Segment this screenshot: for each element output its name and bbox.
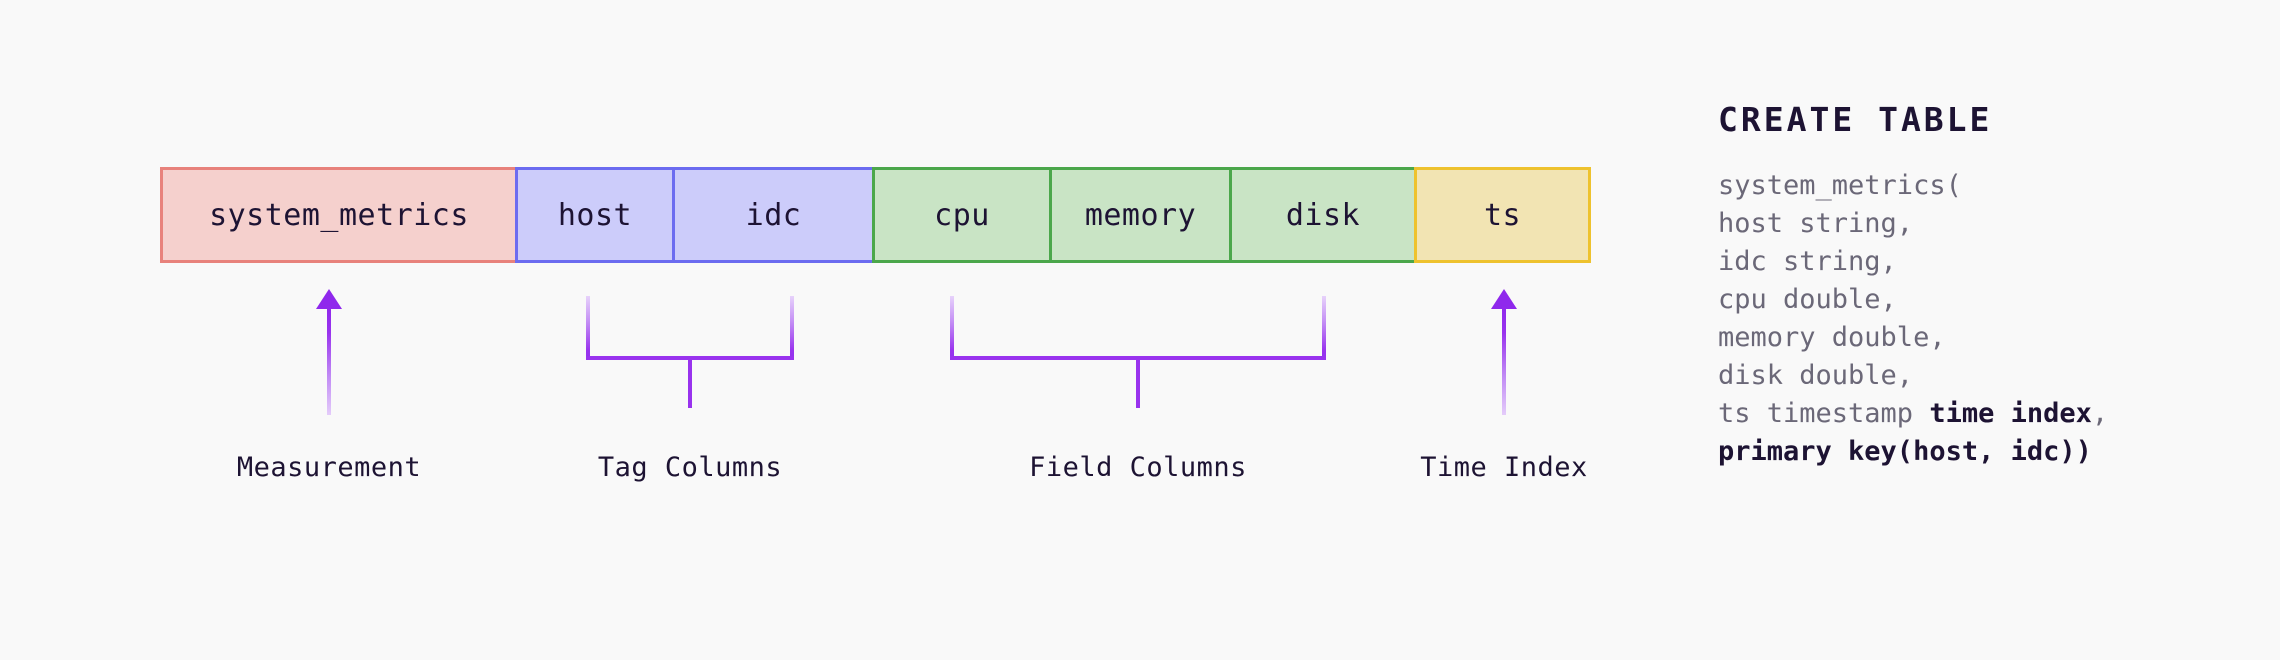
bracket-stem (688, 360, 692, 408)
sql-keyword: primary key(host, idc)) (1718, 436, 2092, 467)
caption-time-index: Time Index (1420, 452, 1588, 483)
caption-field-columns: Field Columns (1029, 452, 1247, 483)
bracket-leg-left (586, 296, 590, 360)
column-cell-cpu: cpu (872, 167, 1052, 263)
bracket-bar (950, 356, 1326, 360)
column-label: ts (1483, 197, 1522, 233)
sql-panel: CREATE TABLE system_metrics(host string,… (1718, 100, 2238, 471)
bracket-leg-right (1322, 296, 1326, 360)
sql-line: ts timestamp time index, (1718, 398, 2109, 429)
column-cell-idc: idc (672, 167, 875, 263)
sql-line: host string, (1718, 208, 1914, 239)
bracket-leg-right (790, 296, 794, 360)
column-label: memory (1084, 197, 1197, 233)
column-label: idc (745, 197, 802, 233)
arrow-shaft (327, 305, 331, 415)
arrow-shaft (1502, 305, 1506, 415)
arrow-head-icon (316, 289, 342, 309)
column-cell-ts: ts (1414, 167, 1591, 263)
column-cell-measurement: system_metrics (160, 167, 518, 263)
caption-tag-columns: Tag Columns (597, 452, 783, 483)
column-label: system_metrics (209, 197, 469, 233)
column-cell-host: host (515, 167, 675, 263)
sql-line: disk double, (1718, 360, 1914, 391)
bracket-bar (586, 356, 794, 360)
bracket-leg-left (950, 296, 954, 360)
sql-line: memory double, (1718, 322, 1946, 353)
caption-measurement: Measurement (236, 452, 422, 483)
arrow-head-icon (1491, 289, 1517, 309)
column-cell-disk: disk (1229, 167, 1417, 263)
schema-row: system_metrics host idc cpu memory disk … (160, 167, 1591, 263)
sql-line: idc string, (1718, 246, 1897, 277)
sql-line: cpu double, (1718, 284, 1897, 315)
column-label: cpu (934, 197, 990, 233)
sql-code-block: system_metrics(host string, idc string, cp… (1718, 167, 2238, 471)
sql-line: system_metrics( (1718, 170, 1962, 201)
sql-title: CREATE TABLE (1718, 100, 1993, 139)
column-cell-memory: memory (1049, 167, 1232, 263)
sql-line: primary key(host, idc)) (1718, 433, 2238, 471)
bracket-stem (1136, 360, 1140, 408)
column-label: host (557, 197, 633, 233)
column-label: disk (1285, 197, 1361, 233)
sql-keyword: time index (1929, 398, 2092, 429)
